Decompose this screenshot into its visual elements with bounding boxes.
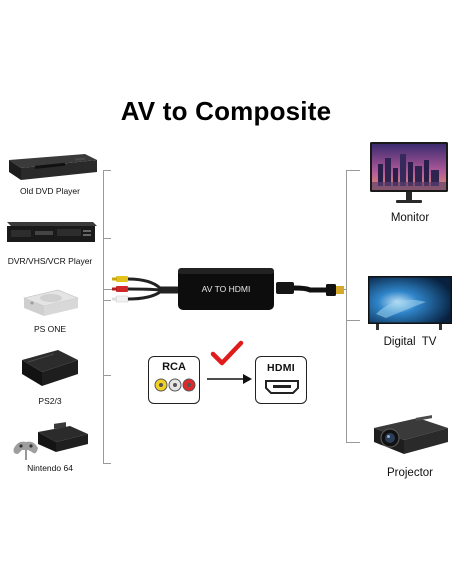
device-label-projector: Projector bbox=[386, 467, 434, 479]
device-label-ps-one: PS ONE bbox=[33, 324, 67, 334]
nintendo-64-console-icon bbox=[13, 422, 88, 460]
device-label-dvd: Old DVD Player bbox=[20, 186, 80, 196]
connector-tick bbox=[103, 300, 111, 301]
page-title: AV to Composite bbox=[120, 96, 332, 126]
device-label-ps3: PS2/3 bbox=[38, 396, 62, 406]
hdmi-port-icon bbox=[265, 380, 299, 394]
monitor-icon bbox=[370, 142, 448, 203]
connector-tick bbox=[346, 442, 360, 443]
device-label-vcr: DVR/VHS/VCR Player bbox=[7, 256, 93, 266]
ps3-console-icon bbox=[22, 350, 78, 386]
device-label-digital-tv: Digital TV bbox=[383, 336, 437, 348]
connector-tick bbox=[346, 170, 360, 171]
connector-tick bbox=[346, 320, 360, 321]
hdmi-card: HDMI bbox=[255, 356, 307, 404]
right-connector-line bbox=[346, 170, 347, 442]
check-mark-icon bbox=[210, 340, 244, 366]
vcr-player-icon bbox=[7, 222, 97, 242]
device-label-n64: Nintendo 64 bbox=[27, 463, 73, 473]
digital-tv-icon bbox=[368, 276, 452, 330]
left-connector-line bbox=[103, 170, 104, 463]
hdmi-label: HDMI bbox=[266, 362, 296, 374]
arrow-right-icon bbox=[207, 374, 252, 384]
connector-tick bbox=[103, 375, 111, 376]
device-label-monitor: Monitor bbox=[390, 212, 430, 224]
converter-label: AV TO HDMI bbox=[201, 284, 251, 294]
connector-tick bbox=[103, 170, 111, 171]
rca-card: RCA bbox=[148, 356, 200, 404]
connector-tick bbox=[103, 238, 111, 239]
rca-jacks-icon bbox=[154, 378, 196, 392]
projector-icon bbox=[374, 415, 448, 454]
connector-tick bbox=[103, 289, 115, 290]
av-to-hdmi-converter-icon bbox=[112, 268, 344, 310]
ps-one-console-icon bbox=[23, 289, 79, 316]
dvd-player-icon bbox=[9, 154, 97, 180]
connector-tick bbox=[103, 463, 111, 464]
rca-label: RCA bbox=[162, 361, 186, 373]
